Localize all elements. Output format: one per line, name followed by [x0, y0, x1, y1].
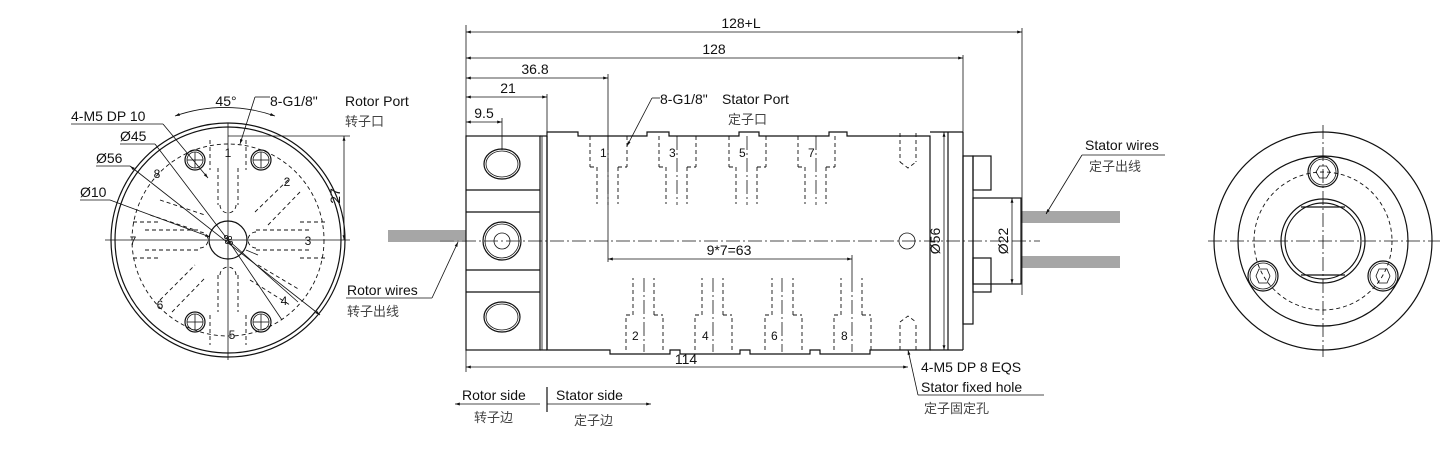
- dim-36-8: 36.8: [521, 61, 548, 77]
- dia-10-label: Ø10: [80, 184, 107, 200]
- dim-9-5: 9.5: [474, 105, 494, 121]
- rotor-side-label: Rotor side: [462, 387, 526, 403]
- dia-56-dim: Ø56: [927, 228, 943, 255]
- stator-cap: [972, 197, 1022, 285]
- port-number: 7: [808, 146, 815, 160]
- port-number: 3: [669, 146, 676, 160]
- overall-length-dim: 128+L: [721, 15, 761, 31]
- port-number: 7: [130, 234, 137, 248]
- port-number: 4: [281, 294, 288, 308]
- rotor-port-label: Rotor Port: [345, 93, 409, 109]
- stator-side-cn: 定子边: [574, 414, 613, 429]
- mount-hole-label: 4-M5 DP 10: [71, 108, 146, 124]
- hex-bolt: [1307, 156, 1339, 188]
- side-view: 1 3 5 7 2 4 6 8: [346, 15, 1165, 417]
- port-number: 5: [739, 146, 746, 160]
- port-number: 2: [632, 329, 639, 343]
- body-length-dim: 128: [702, 41, 726, 57]
- side-legend: Rotor side 转子边 Stator side 定子边: [455, 387, 651, 429]
- port-number: 5: [229, 328, 236, 342]
- rotor-wires-label: Rotor wires: [347, 282, 418, 298]
- port-number: 1: [600, 146, 607, 160]
- rotor-side-cn: 转子边: [474, 411, 513, 426]
- fixed-hole: [899, 315, 917, 350]
- stator-port-spec: 8-G1/8": [660, 91, 708, 107]
- hex-bolt: [1247, 260, 1279, 292]
- stator-port-bottom: [625, 278, 872, 350]
- stator-wires: [1021, 211, 1120, 268]
- dia-45-label: Ø45: [120, 128, 147, 144]
- dim-21: 21: [500, 80, 516, 96]
- port-number: 8: [154, 167, 161, 181]
- rotor-port-spec: 8-G1/8": [270, 93, 318, 109]
- stator-wires-label: Stator wires: [1085, 137, 1159, 153]
- hex-bolt: [1367, 260, 1399, 292]
- port-number: 8: [841, 329, 848, 343]
- port-number: 6: [157, 298, 164, 312]
- port-pitch-dim: 9*7=63: [707, 242, 752, 258]
- dim-114: 114: [675, 351, 698, 367]
- stator-end-view: [1208, 125, 1440, 357]
- height-dim: 27: [327, 188, 343, 204]
- mount-hole: [184, 311, 206, 333]
- port-number: 3: [305, 234, 312, 248]
- rotor-end-view: 1 2 3 4 5 6 7 8 45° 4-M5 DP 10 Ø45 Ø56 Ø…: [71, 93, 409, 360]
- angle-label: 45°: [215, 93, 236, 109]
- rotor-wires: [388, 230, 466, 242]
- stator-side-label: Stator side: [556, 387, 623, 403]
- rotor-flange: [465, 135, 541, 351]
- stator-wires-cn: 定子出线: [1089, 160, 1141, 175]
- fixed-hole-spec: 4-M5 DP 8 EQS: [921, 359, 1021, 375]
- stator-port-top: [589, 136, 836, 204]
- rotor-port-cn: 转子口: [345, 115, 384, 130]
- fixed-hole: [899, 133, 917, 169]
- dia-56-label: Ø56: [96, 150, 123, 166]
- mount-hole: [250, 311, 272, 333]
- port-number: 1: [225, 146, 232, 160]
- dia-22-dim: Ø22: [995, 228, 1011, 255]
- stator-port-cn: 定子口: [728, 113, 767, 128]
- rotor-wires-cn: 转子出线: [347, 305, 399, 320]
- port-number: 6: [771, 329, 778, 343]
- port-number: 4: [702, 329, 709, 343]
- fixed-hole-cn: 定子固定孔: [924, 402, 989, 417]
- mount-hole: [184, 149, 206, 171]
- mount-hole: [250, 149, 272, 171]
- fixed-hole-label: Stator fixed hole: [921, 379, 1022, 395]
- stator-body: [546, 131, 931, 355]
- stator-port-label: Stator Port: [722, 91, 789, 107]
- port-number: 2: [284, 175, 291, 189]
